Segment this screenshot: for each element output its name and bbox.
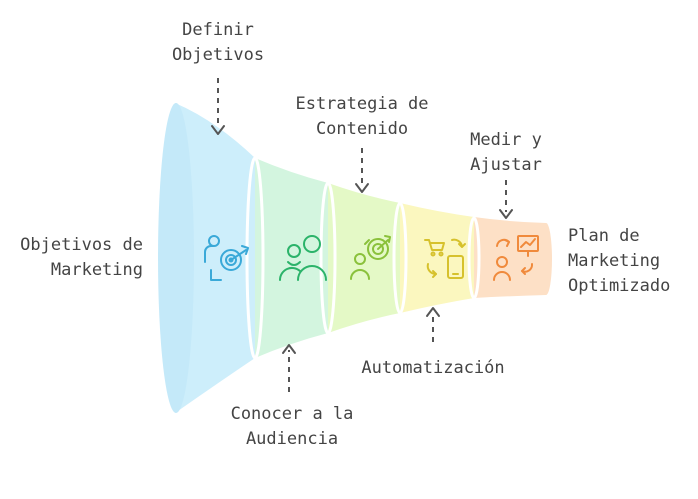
stage-label-line: Ajustar bbox=[470, 155, 542, 175]
stage-label-medir-ajustar: Medir y Ajustar bbox=[448, 128, 564, 178]
stage-label-line: Medir y bbox=[470, 130, 542, 150]
arrowhead-down bbox=[355, 183, 369, 193]
segment-divider bbox=[467, 216, 481, 300]
measure-adjust-icon bbox=[493, 235, 539, 281]
input-label-line-2: Marketing bbox=[50, 260, 143, 280]
stage-label-line: Automatización bbox=[361, 358, 505, 378]
input-label-line-1: Objetivos de bbox=[20, 235, 143, 255]
output-label-line-2: Marketing bbox=[568, 251, 661, 271]
stage-label-line: Estrategia de bbox=[295, 94, 429, 114]
arrowhead-down bbox=[499, 209, 513, 219]
stage-label-line: Conocer a la bbox=[230, 404, 354, 424]
funnel-end bbox=[540, 223, 552, 295]
content-strategy-icon bbox=[350, 235, 391, 280]
funnel-segment-automatizacion bbox=[400, 203, 474, 313]
funnel-mouth bbox=[158, 103, 194, 413]
audience-icon bbox=[278, 235, 327, 281]
funnel bbox=[158, 103, 552, 413]
arrowhead-up bbox=[426, 307, 440, 317]
target-person-icon bbox=[204, 235, 249, 281]
arrowhead-down bbox=[211, 125, 225, 135]
segment-divider bbox=[245, 156, 265, 360]
stage-label-line: Objetivos bbox=[171, 45, 265, 65]
output-label-line-3: Optimizado bbox=[568, 276, 671, 296]
segment-divider bbox=[319, 181, 337, 335]
output-label: Plan de Marketing Optimizado bbox=[568, 224, 670, 299]
input-label: Objetivos de Marketing bbox=[20, 233, 143, 283]
stage-label-conocer-audiencia: Conocer a la Audiencia bbox=[222, 402, 362, 452]
funnel-segment-definir-objetivos bbox=[175, 103, 255, 413]
arrowhead-up bbox=[282, 344, 296, 354]
automation-icon bbox=[424, 238, 466, 279]
stage-label-definir-objetivos: Definir Objetivos bbox=[150, 18, 286, 68]
stage-label-line: Contenido bbox=[315, 119, 409, 139]
stage-label-line: Audiencia bbox=[245, 429, 339, 449]
funnel-segment-conocer-audiencia bbox=[255, 158, 328, 358]
arrowheads bbox=[211, 125, 513, 354]
stage-label-estrategia-contenido: Estrategia de Contenido bbox=[282, 92, 442, 142]
funnel-segment-medir-ajustar bbox=[474, 217, 546, 298]
segment-divider bbox=[392, 201, 408, 315]
stage-label-automatizacion: Automatización bbox=[353, 356, 513, 381]
connectors bbox=[217, 78, 507, 392]
output-label-line-1: Plan de bbox=[568, 226, 640, 246]
stage-label-line: Definir bbox=[182, 20, 254, 40]
